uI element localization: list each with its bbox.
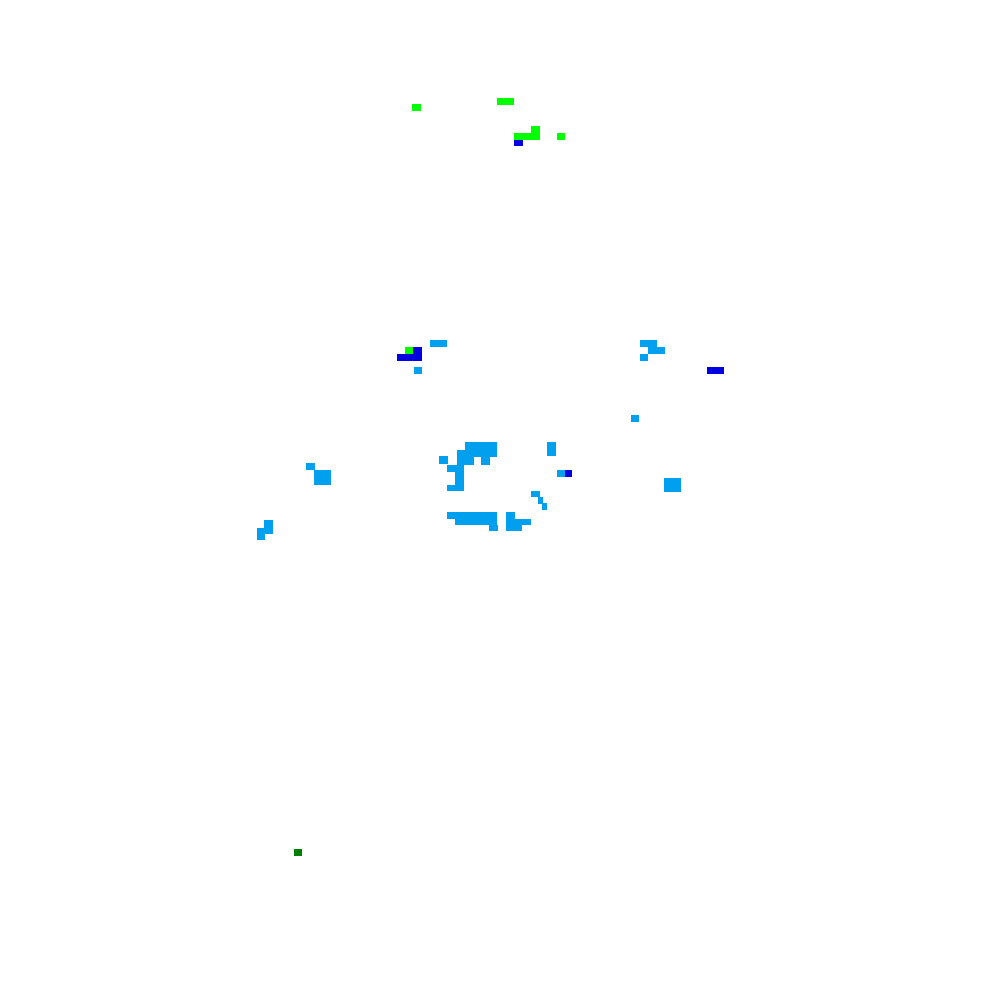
dark-blue-cell (514, 140, 523, 146)
light-blue-cell (489, 525, 498, 531)
bright-green-cell (497, 98, 514, 105)
dark-blue-cell (707, 367, 724, 374)
light-blue-cell (640, 340, 657, 347)
light-blue-cell (506, 519, 531, 525)
bright-green-cell (412, 104, 421, 111)
light-blue-cell (465, 442, 497, 450)
light-blue-cell (455, 472, 464, 485)
light-blue-cell (455, 519, 497, 525)
light-blue-cell (547, 442, 556, 456)
dark-blue-cell (413, 347, 422, 361)
light-blue-cell (264, 520, 273, 528)
light-blue-cell (506, 512, 515, 519)
light-blue-cell (542, 503, 547, 510)
light-blue-cell (314, 470, 331, 485)
light-blue-cell (631, 415, 639, 422)
light-blue-cell (538, 497, 543, 504)
light-blue-cell (531, 491, 540, 497)
light-blue-cell (664, 478, 681, 492)
light-blue-cell (306, 463, 315, 470)
light-blue-cell (447, 465, 464, 472)
light-blue-cell (481, 457, 490, 465)
light-blue-cell (557, 470, 565, 477)
light-blue-cell (439, 456, 448, 464)
light-blue-cell (648, 347, 665, 354)
dark-blue-cell (564, 470, 572, 477)
light-blue-cell (447, 485, 464, 491)
bright-green-cell (514, 133, 540, 140)
light-blue-cell (640, 354, 648, 361)
light-blue-cell (506, 525, 522, 531)
light-blue-cell (414, 367, 422, 374)
light-blue-cell (430, 340, 447, 347)
light-blue-cell (257, 534, 265, 540)
bright-green-cell (531, 126, 540, 133)
dark-green-cell (294, 849, 302, 856)
bright-green-cell (405, 347, 413, 354)
light-blue-cell (457, 457, 474, 465)
light-blue-cell (447, 512, 497, 519)
dark-blue-cell (397, 354, 413, 361)
bright-green-cell (557, 133, 565, 140)
light-blue-cell (257, 528, 273, 534)
light-blue-cell (457, 450, 497, 457)
